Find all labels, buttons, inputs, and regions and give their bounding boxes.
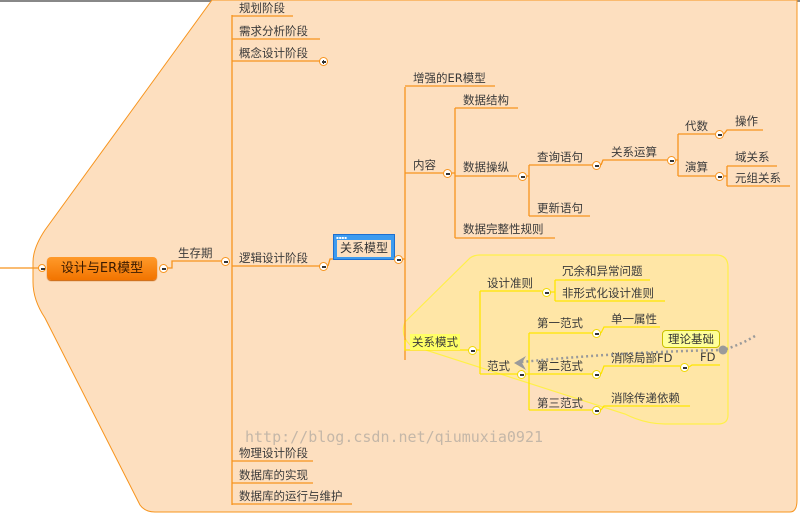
topic-enhanced-er[interactable]: 增强的ER模型 [413, 71, 486, 85]
topic-stage[interactable]: 规划阶段 [239, 1, 285, 15]
topic-integrity[interactable]: 数据完整性规则 [463, 222, 544, 236]
topic-normal-forms[interactable]: 范式 [487, 359, 510, 373]
topic-stage[interactable]: 需求分析阶段 [239, 24, 308, 38]
watermark: http://blog.csdn.net/qiumuxia0921 [245, 428, 544, 446]
boundary-relational-schema[interactable] [402, 254, 729, 425]
topic-1nf[interactable]: 第一范式 [537, 316, 583, 330]
collapse-button[interactable] [592, 406, 601, 415]
topic-content[interactable]: 内容 [413, 158, 436, 172]
topic-informal-rules[interactable]: 非形式化设计准则 [562, 286, 654, 300]
collapse-button[interactable] [221, 257, 230, 266]
topic-data-structure[interactable]: 数据结构 [463, 93, 509, 107]
expand-button[interactable] [319, 57, 328, 66]
collapse-button[interactable] [468, 346, 477, 355]
topic-redundancy[interactable]: 冗余和异常问题 [562, 264, 643, 278]
topic-fd[interactable]: FD [700, 350, 716, 364]
collapse-button[interactable] [680, 363, 689, 372]
collapse-button[interactable] [592, 370, 601, 379]
collapse-button[interactable] [159, 264, 168, 273]
topic-stage[interactable]: 物理设计阶段 [239, 446, 308, 460]
central-topic[interactable]: 设计与ER模型 [47, 257, 157, 280]
topic-relational-schema[interactable]: 关系模式 [410, 334, 460, 350]
topic-stage[interactable]: 数据库的实现 [239, 468, 308, 482]
topic-stage[interactable]: 概念设计阶段 [239, 46, 308, 60]
topic-lifecycle[interactable]: 生存期 [178, 246, 213, 260]
collapse-button[interactable] [667, 156, 676, 165]
topic-calculus[interactable]: 演算 [685, 160, 708, 174]
relationship-arrowhead-icon [514, 356, 526, 370]
topic-relational-model[interactable]: 关系模型 [337, 240, 391, 257]
collapse-button[interactable] [443, 169, 452, 178]
topic-update[interactable]: 更新语句 [537, 201, 583, 215]
topic-domain-relation[interactable]: 域关系 [735, 150, 770, 164]
topic-algebra[interactable]: 代数 [685, 119, 708, 133]
topic-transitive[interactable]: 消除传递依赖 [611, 391, 680, 405]
collapse-button[interactable] [517, 370, 526, 379]
topic-atomic[interactable]: 单一属性 [611, 312, 657, 326]
relationship-control-point[interactable] [718, 345, 728, 355]
collapse-button[interactable] [715, 130, 724, 139]
relationship-label[interactable]: 理论基础 [662, 330, 720, 348]
selection-handle-icon[interactable]: ▪▪▪▪ [336, 235, 347, 240]
collapse-button[interactable] [542, 288, 551, 297]
topic-stage[interactable]: 逻辑设计阶段 [239, 251, 308, 265]
topic-design-rules[interactable]: 设计准则 [487, 276, 533, 290]
collapse-button[interactable] [518, 172, 527, 181]
root-connector-dot [38, 264, 46, 272]
topic-stage[interactable]: 数据库的运行与维护 [239, 489, 343, 503]
topic-query[interactable]: 查询语句 [537, 150, 583, 164]
relationship-line[interactable] [521, 334, 756, 364]
collapse-button[interactable] [319, 262, 328, 271]
collapse-button[interactable] [592, 161, 601, 170]
topic-tuple-relation[interactable]: 元组关系 [735, 171, 781, 185]
topic-2nf[interactable]: 第二范式 [537, 359, 583, 373]
collapse-button[interactable] [592, 329, 601, 338]
topic-3nf[interactable]: 第三范式 [537, 396, 583, 410]
topic-relational-model-selected[interactable]: ▪▪▪▪ 关系模型 [333, 234, 395, 260]
topic-relational-ops[interactable]: 关系运算 [611, 145, 657, 159]
collapse-button[interactable] [394, 255, 403, 264]
topic-data-manipulation[interactable]: 数据操纵 [463, 160, 509, 174]
topic-partial-fd[interactable]: 消除局部FD [611, 351, 673, 365]
collapse-button[interactable] [715, 172, 724, 181]
topic-operation[interactable]: 操作 [735, 114, 758, 128]
